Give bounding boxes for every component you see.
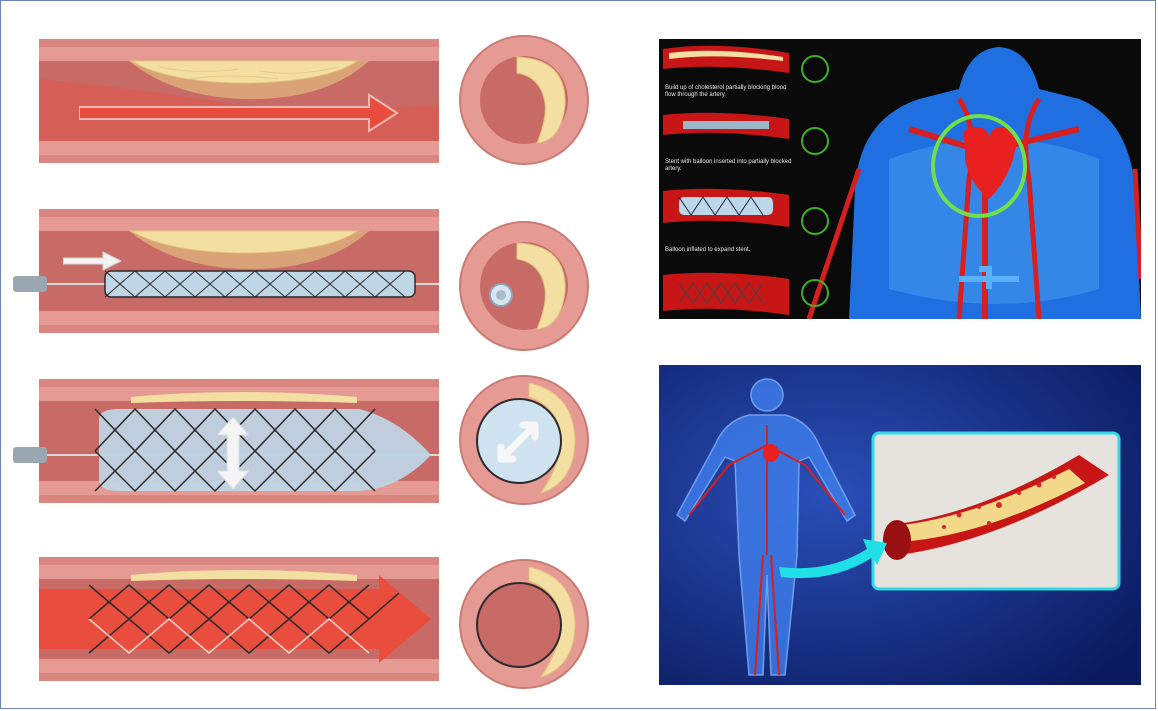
stage-3-cross-section [457, 373, 591, 507]
catheter-direction-arrow [63, 251, 123, 271]
stage-3-artery-section [39, 379, 439, 503]
callout-arrow [779, 533, 889, 583]
stage-1-cross-section [457, 33, 591, 167]
stage-4-artery-section [39, 557, 439, 681]
caption-step-2: Stent with balloon inserted into partial… [665, 159, 797, 173]
step-circle-3 [799, 205, 831, 237]
body-artery-panel [659, 365, 1141, 685]
highlight-ring [929, 111, 1029, 221]
stage-2-cross-section [457, 219, 591, 353]
stage-2-artery-section [39, 209, 439, 333]
stage-4-cross-section [457, 557, 591, 691]
stent-procedure-panel: Build up of cholesterol partially blocki… [659, 39, 1141, 319]
balloon-expansion-arrow [217, 417, 249, 489]
step-circle-1 [799, 53, 831, 85]
stage-1-artery-section [39, 39, 439, 163]
blood-flow-arrow [79, 93, 399, 133]
catheter-tube [13, 273, 53, 295]
caption-step-3: Balloon inflated to expand stent. [665, 247, 797, 254]
step-circle-2 [799, 125, 831, 157]
step-circle-4 [799, 277, 831, 309]
caption-step-1: Build up of cholesterol partially blocki… [665, 85, 797, 99]
catheter-tube [13, 444, 53, 466]
